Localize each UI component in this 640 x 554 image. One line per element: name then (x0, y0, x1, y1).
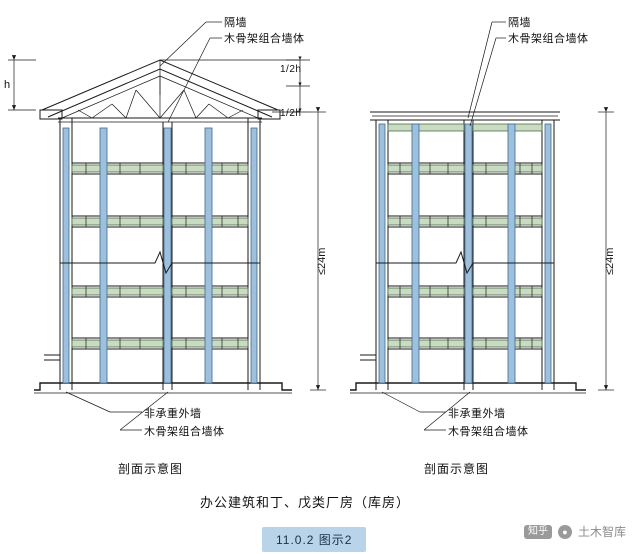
avatar-icon: ● (557, 524, 572, 539)
figure-title-badge: 11.0.2 图示2 (262, 527, 367, 552)
left-floor-levels (71, 162, 249, 350)
left-roof-slope-upper: 1/2h (280, 64, 302, 75)
left-height-mark-h: h (4, 79, 11, 91)
right-overall-height-dim: ≤24m (604, 247, 616, 275)
left-roof-slope-lower: 1/2h (280, 108, 302, 119)
left-columns (62, 127, 258, 384)
left-bottom-label-nonbearing-wall: 非承重外墙 (144, 408, 202, 420)
figure-main-caption: 办公建筑和丁、戊类厂房（库房） (200, 495, 411, 510)
left-top-label-partition: 隔墙 (224, 17, 247, 29)
right-building (350, 21, 614, 431)
left-building (8, 21, 326, 431)
zhihu-logo-icon: 知乎 (523, 524, 552, 539)
watermark: 知乎 ● 土木智库 (523, 523, 626, 540)
left-top-label-wood-frame-wall: 木骨架组合墙体 (224, 33, 305, 45)
right-bottom-label-nonbearing-wall: 非承重外墙 (448, 408, 506, 420)
left-overall-height-dim: ≤24m (316, 247, 328, 275)
right-top-label-wood-frame-wall: 木骨架组合墙体 (508, 33, 589, 45)
right-top-label-partition: 隔墙 (508, 17, 531, 29)
left-bottom-label-wood-frame-wall: 木骨架组合墙体 (144, 426, 225, 438)
watermark-account: 土木智库 (577, 525, 626, 539)
right-section-caption: 剖面示意图 (424, 462, 490, 476)
right-bottom-label-wood-frame-wall: 木骨架组合墙体 (448, 426, 529, 438)
left-section-caption: 剖面示意图 (118, 462, 184, 476)
right-columns (378, 123, 552, 384)
